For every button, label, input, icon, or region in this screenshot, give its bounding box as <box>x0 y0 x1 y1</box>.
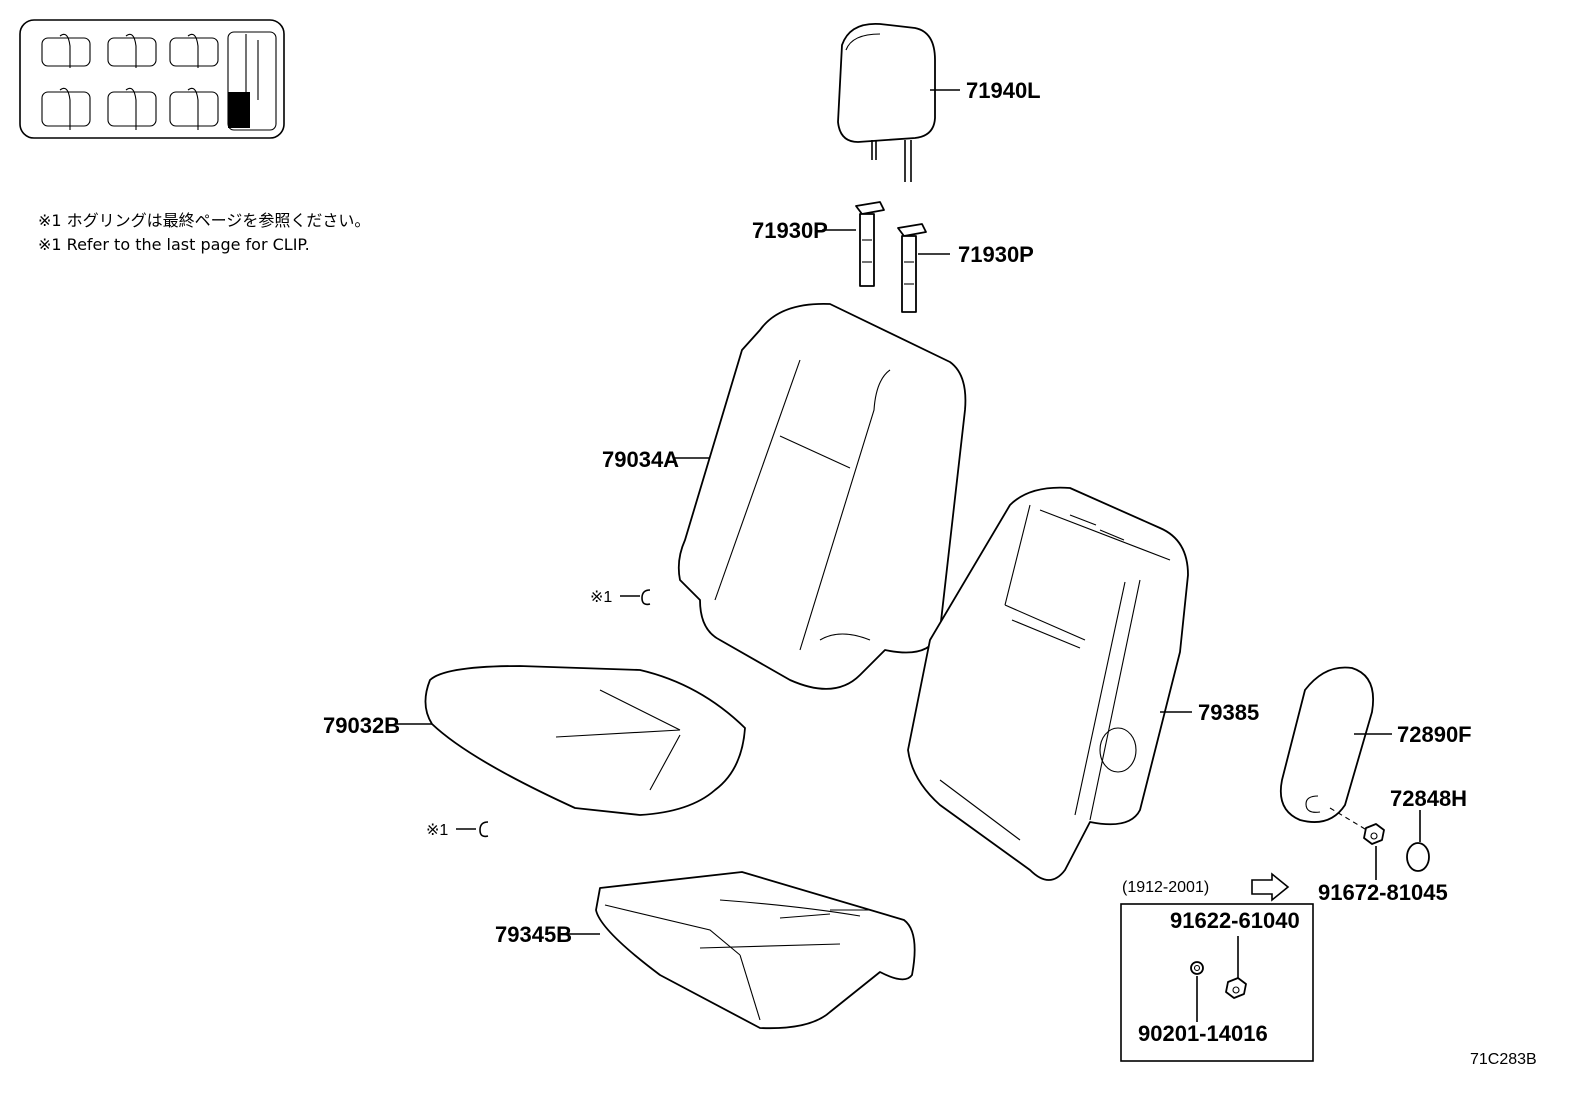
illustration-code: 71C283B <box>1470 1051 1537 1068</box>
headrest-drawing <box>837 22 936 182</box>
cap-drawing <box>1406 842 1430 872</box>
part-label-71930P-right[interactable]: 71930P <box>958 242 1034 267</box>
part-label-91622-61040[interactable]: 91622-61040 <box>1170 908 1300 933</box>
seat-locator-thumbnail <box>19 19 285 139</box>
headrest-support-left-drawing <box>855 201 885 287</box>
clip-ref-mark: ※1 <box>590 589 612 606</box>
clip-note-english: ※1 Refer to the last page for CLIP. <box>38 235 310 254</box>
clip-note-japanese: ※1 ホグリングは最終ページを参照ください。 <box>38 211 370 230</box>
seat-icon <box>107 87 157 130</box>
part-label-72890F[interactable]: 72890F <box>1397 722 1472 747</box>
part-label-79032B[interactable]: 79032B <box>323 713 400 738</box>
seat-cushion-cover-drawing <box>424 665 746 816</box>
part-label-91672-81045[interactable]: 91672-81045 <box>1318 880 1448 905</box>
seat-icon <box>107 33 157 68</box>
inset-box <box>1120 903 1314 1062</box>
seat-cushion-pad-drawing <box>595 871 916 1030</box>
armrest-drawing <box>1279 666 1374 823</box>
seatback-pad-drawing <box>907 486 1189 881</box>
seat-icon <box>41 33 91 68</box>
headrest-support-right-drawing <box>897 223 927 313</box>
highlighted-seat-icon <box>227 31 277 131</box>
seat-icon <box>169 33 219 68</box>
clip-icon <box>479 821 489 838</box>
part-label-79034A[interactable]: 79034A <box>602 447 679 472</box>
clip-ref-mark: ※1 <box>426 822 448 839</box>
seatback-cover-drawing <box>677 303 967 690</box>
clip-icon <box>641 589 651 606</box>
part-label-79345B[interactable]: 79345B <box>495 922 572 947</box>
part-label-71930P-left[interactable]: 71930P <box>752 218 828 243</box>
part-label-72848H[interactable]: 72848H <box>1390 786 1467 811</box>
arrow-right-icon <box>1251 872 1290 902</box>
part-label-71940L[interactable]: 71940L <box>966 78 1041 103</box>
assembly-line <box>1329 807 1371 833</box>
part-label-90201-14016[interactable]: 90201-14016 <box>1138 1021 1268 1046</box>
inset-bolt-drawing <box>1225 977 1247 999</box>
inset-washer-drawing <box>1190 961 1204 975</box>
arm-bolt-drawing <box>1363 823 1385 845</box>
seat-icon <box>41 87 91 130</box>
part-label-79385[interactable]: 79385 <box>1198 700 1259 725</box>
inset-date-range: (1912-2001) <box>1122 879 1209 896</box>
seat-icon <box>169 87 219 130</box>
